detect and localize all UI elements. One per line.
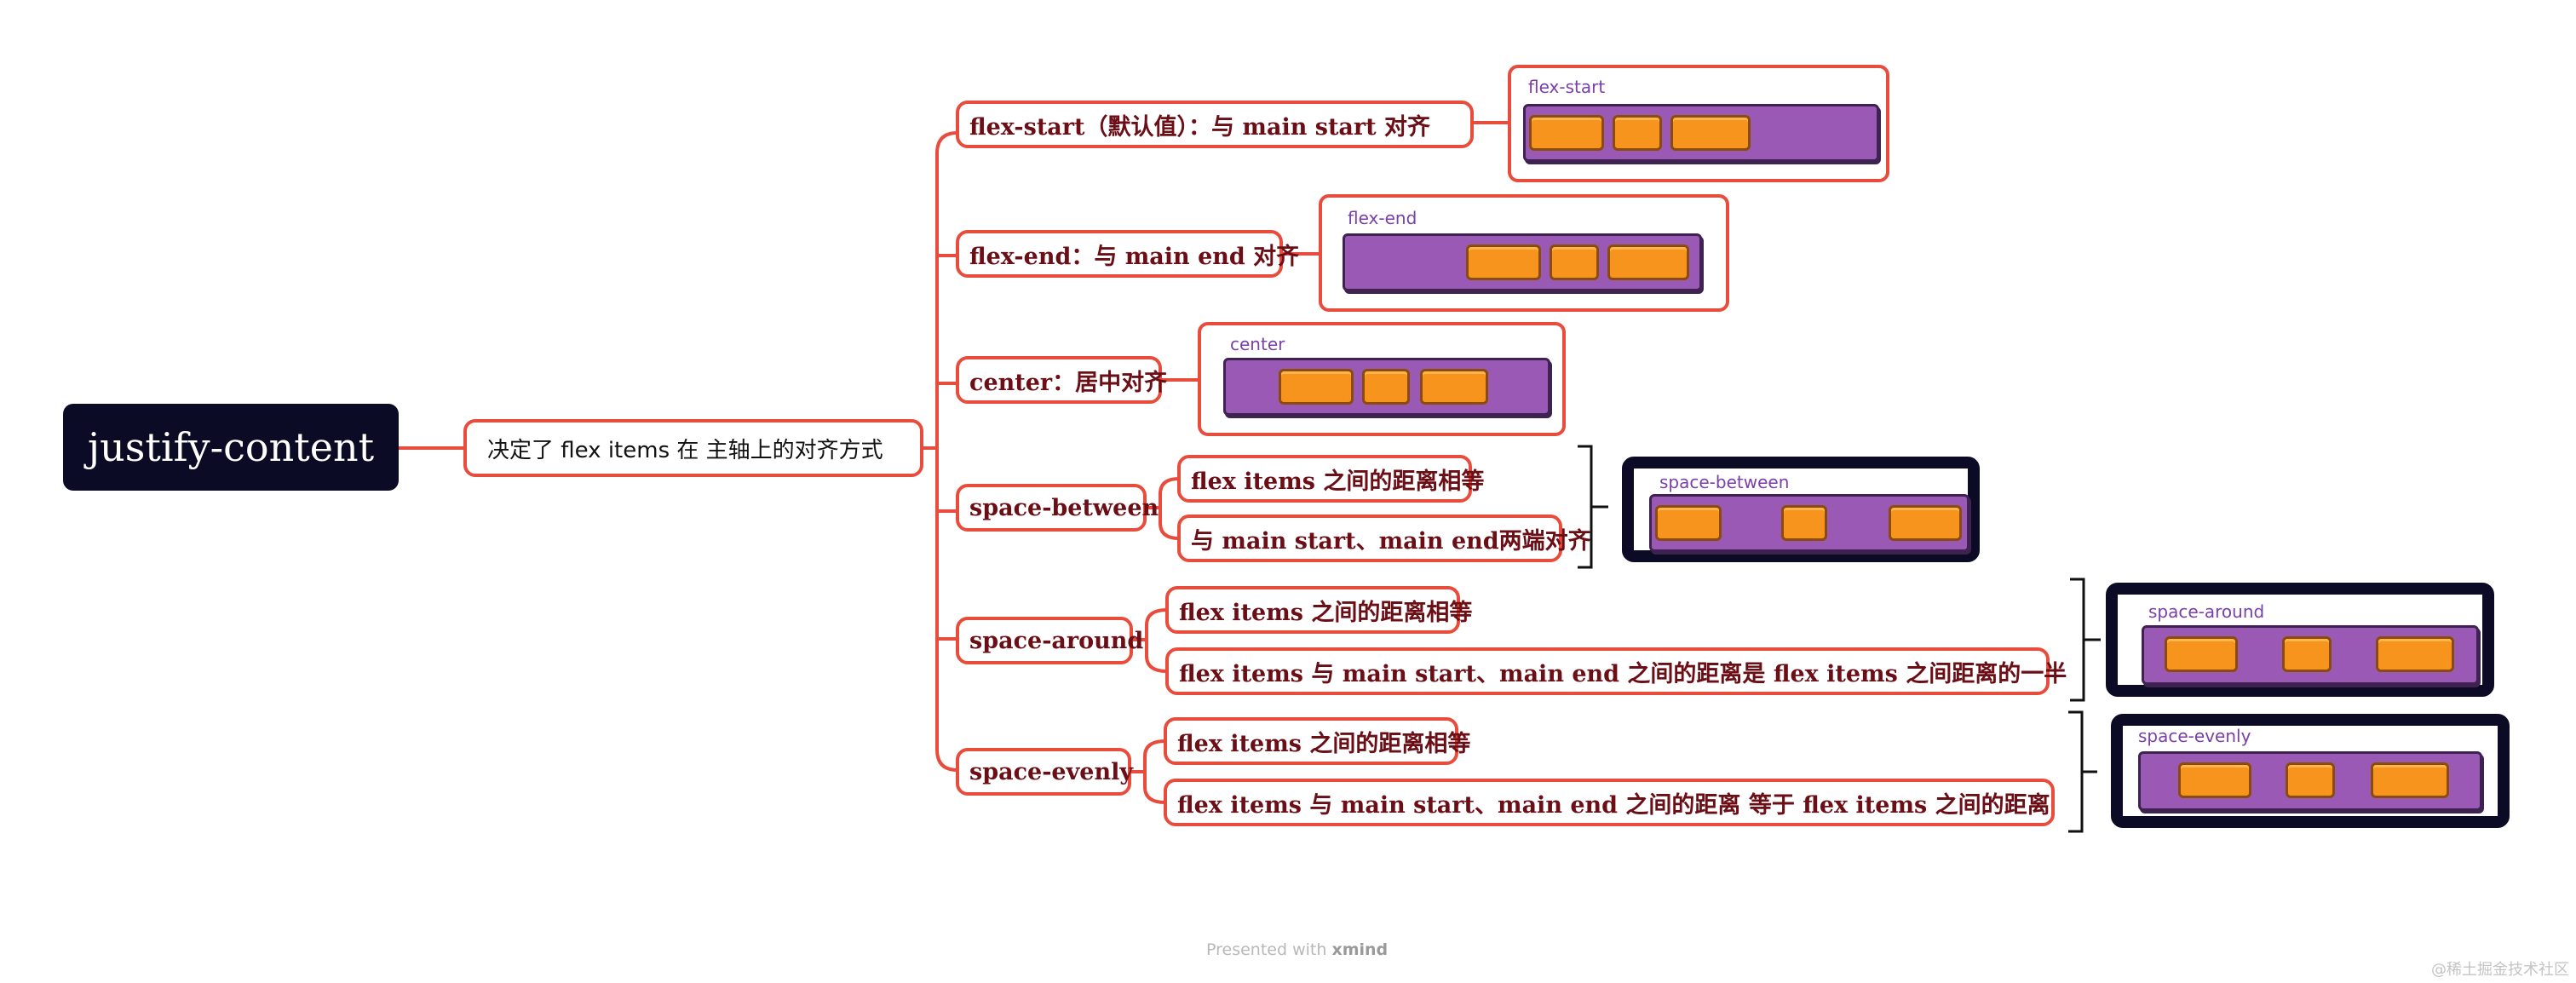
center-demo: center — [1198, 322, 1566, 436]
branch-flex-start[interactable]: flex-start（默认值）：与 main start 对齐 — [956, 101, 1474, 148]
flex-item — [2178, 762, 2251, 798]
flex-item — [1781, 505, 1827, 541]
flex-item — [1613, 115, 1662, 151]
space-around-child-2[interactable]: flex items 与 main start、main end 之间的距离是 … — [1165, 647, 2067, 695]
demo-caption: space-around — [2148, 601, 2265, 622]
flex-container-bar — [1343, 233, 1702, 291]
flex-item — [2165, 636, 2238, 672]
space-between-demo: space-between — [1622, 457, 1980, 562]
space-evenly-child-2[interactable]: flex items 与 main start、main end 之间的距离 等… — [1164, 779, 2055, 826]
demo-caption: space-between — [1659, 472, 1790, 492]
demo-caption: space-evenly — [2138, 726, 2251, 746]
flex-end-demo: flex-end — [1319, 194, 1729, 312]
flex-item — [1889, 505, 1962, 541]
flex-item — [1362, 369, 1410, 405]
space-evenly-child-1[interactable]: flex items 之间的距离相等 — [1164, 717, 1470, 765]
flex-container-bar — [2142, 625, 2479, 685]
space-between-child-1[interactable]: flex items 之间的距离相等 — [1177, 455, 1484, 503]
flex-container-bar — [1523, 104, 1879, 162]
space-between-child-2[interactable]: 与 main start、main end两端对齐 — [1177, 514, 1591, 562]
presented-with-footer: Presented with xmind — [1206, 940, 1388, 959]
demo-caption: center — [1230, 334, 1285, 354]
flex-item — [1607, 244, 1689, 280]
branch-center[interactable]: center：居中对齐 — [956, 356, 1167, 404]
space-around-demo: space-around — [2106, 583, 2494, 697]
branch-space-around[interactable]: space-around — [956, 617, 1143, 664]
space-around-child-1[interactable]: flex items 之间的距离相等 — [1165, 586, 1472, 634]
flex-container-bar — [2138, 751, 2482, 811]
flex-container-bar — [1649, 494, 1969, 552]
description-topic[interactable]: 决定了 flex items 在 主轴上的对齐方式 — [463, 419, 923, 477]
flex-item — [2282, 636, 2332, 672]
branch-flex-end[interactable]: flex-end：与 main end 对齐 — [956, 230, 1299, 278]
flex-item — [1279, 369, 1354, 405]
flex-item — [1655, 505, 1722, 541]
footer-prefix: Presented with — [1206, 940, 1327, 959]
flex-item — [2371, 762, 2449, 798]
demo-caption: flex-start — [1528, 77, 1606, 97]
flex-container-bar — [1223, 358, 1550, 416]
flex-item — [1529, 115, 1604, 151]
root-topic[interactable]: justify-content — [63, 404, 399, 491]
space-evenly-demo: space-evenly — [2111, 714, 2510, 828]
branch-space-evenly[interactable]: space-evenly — [956, 748, 1133, 796]
flex-item — [1466, 244, 1541, 280]
flex-start-demo: flex-start — [1508, 65, 1889, 182]
demo-caption: flex-end — [1348, 208, 1417, 228]
flex-item — [1670, 115, 1751, 151]
xmind-logo: xmind — [1331, 940, 1389, 959]
watermark: @稀土掘金技术社区 — [2431, 961, 2569, 979]
flex-item — [2286, 762, 2335, 798]
branch-space-between[interactable]: space-between — [956, 484, 1159, 532]
flex-item — [2376, 636, 2454, 672]
flex-item — [1550, 244, 1599, 280]
flex-item — [1420, 369, 1488, 405]
